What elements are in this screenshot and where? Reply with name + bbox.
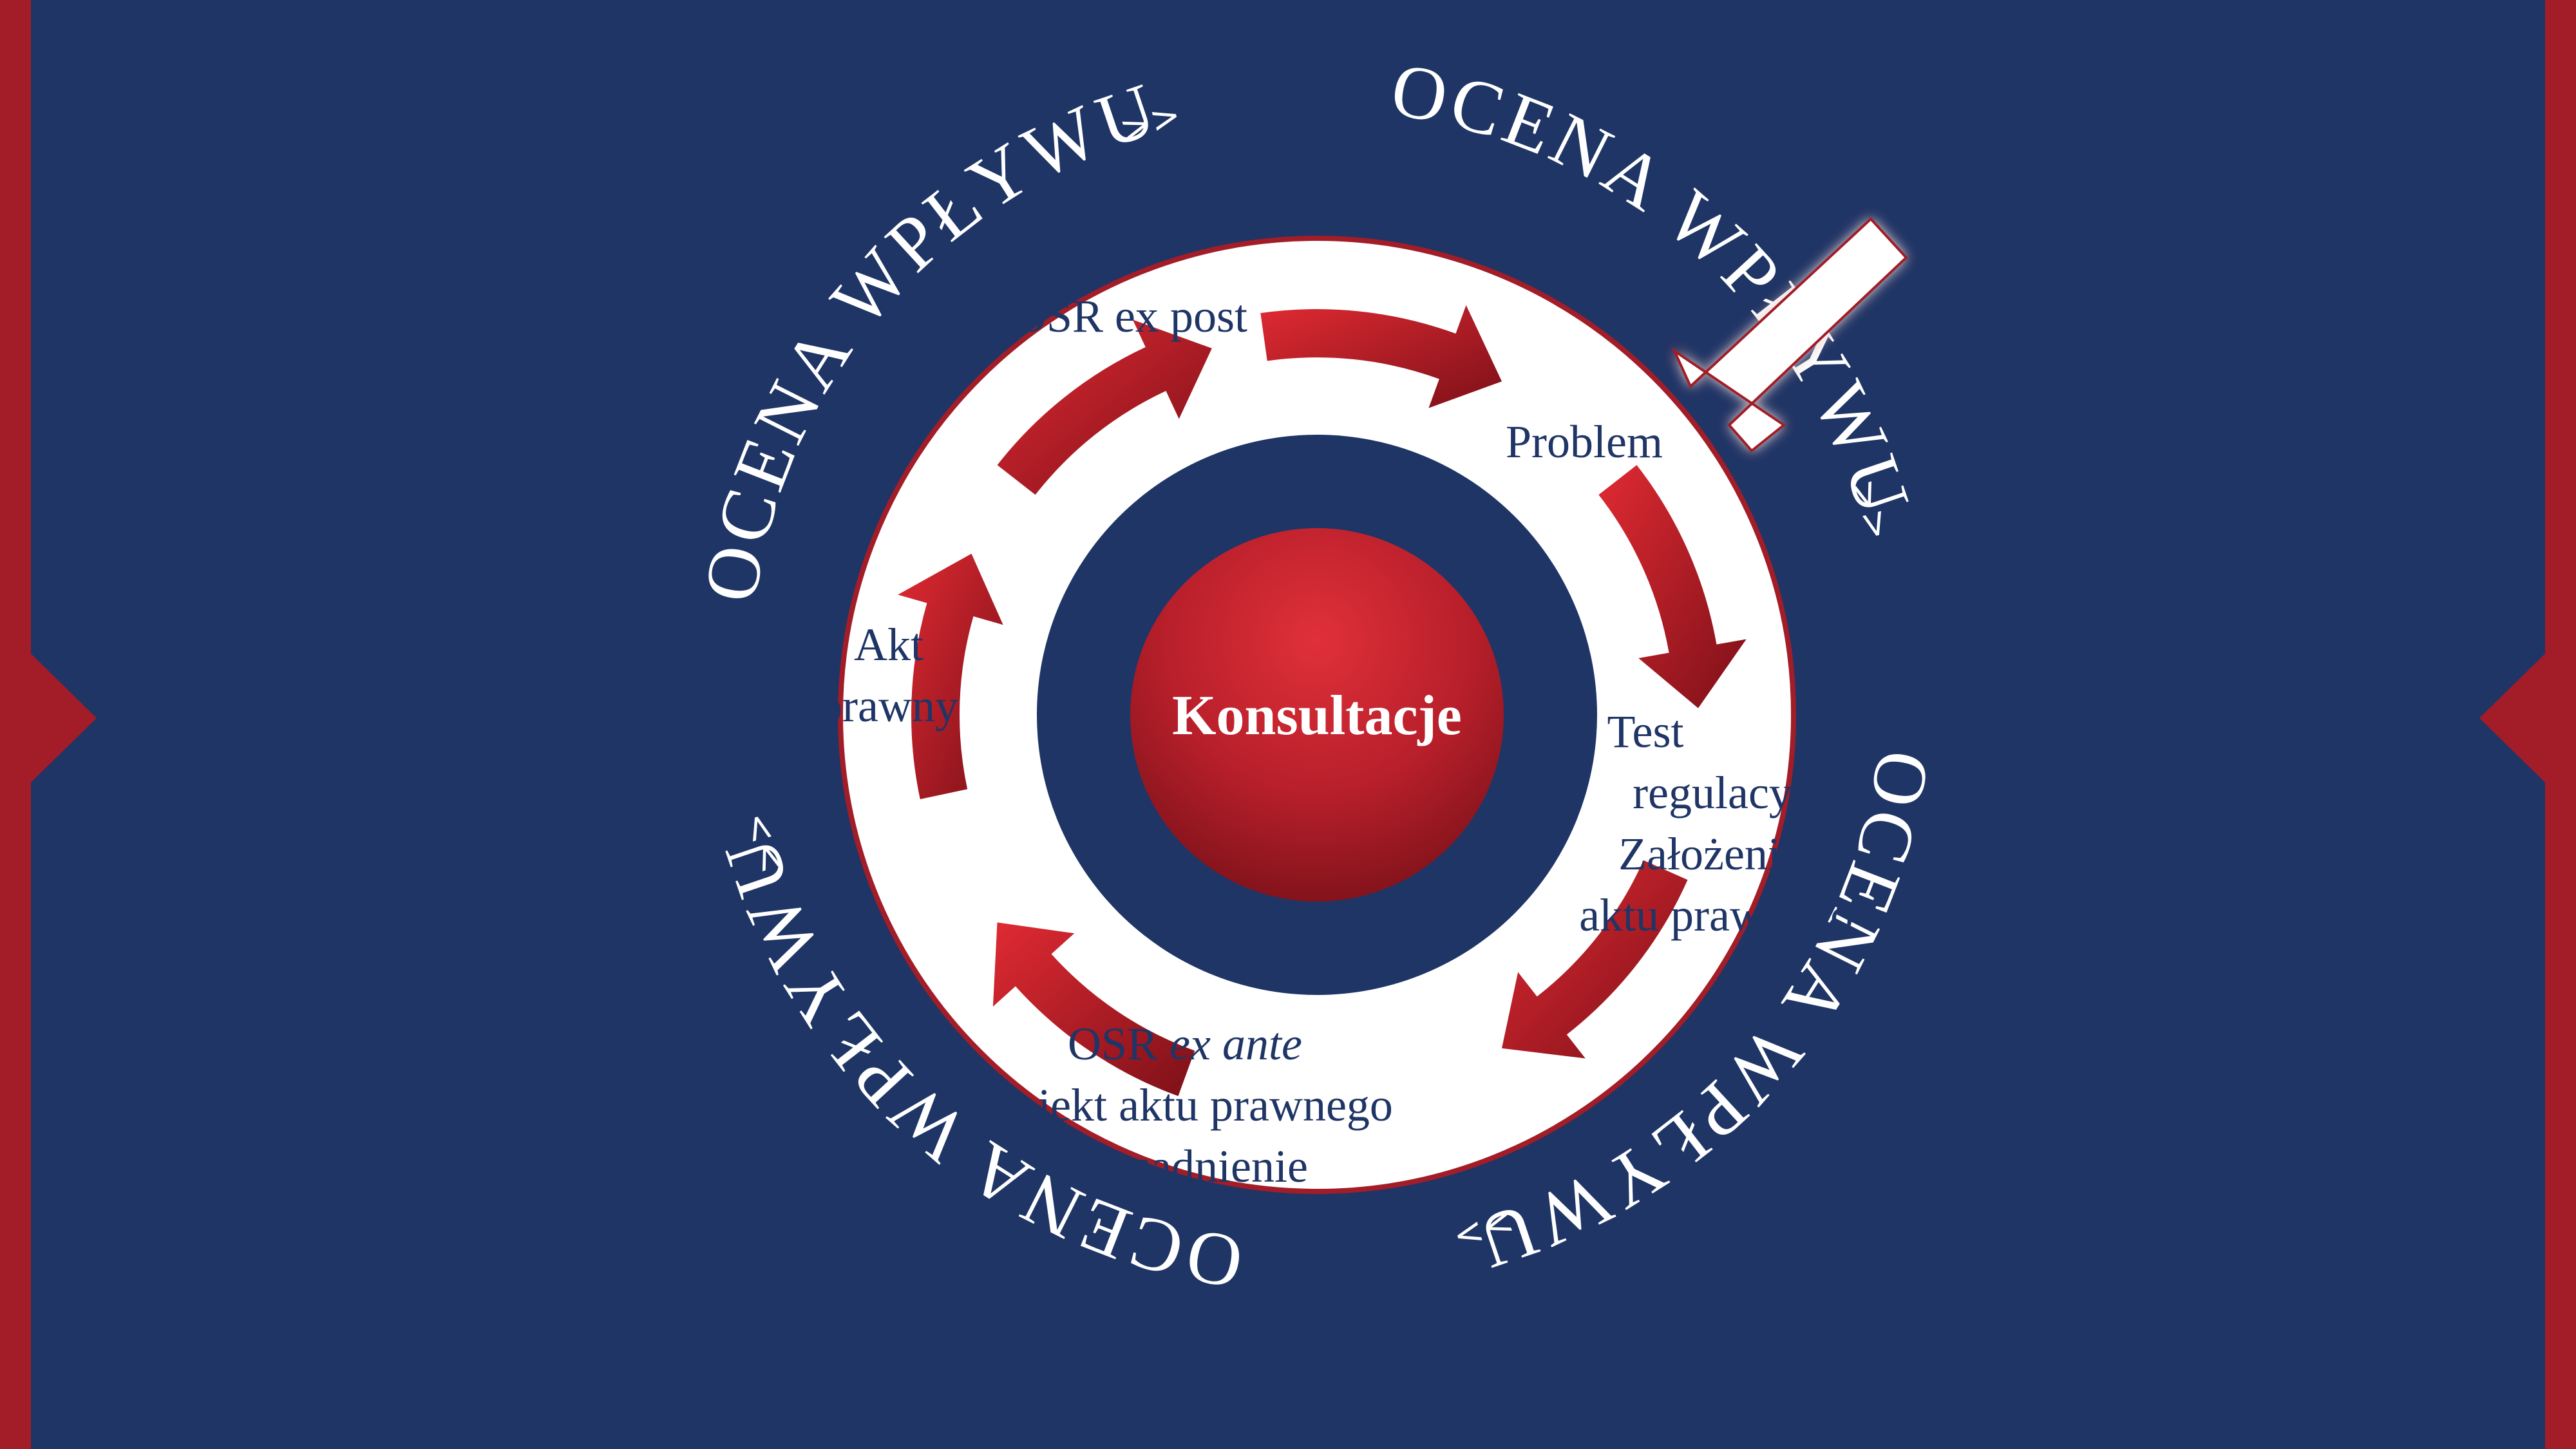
test-line-2: regulacyjny [1633, 767, 1852, 819]
stage-osr-ex-ante: OSR ex ante Projekt aktu prawnego Uzasad… [973, 1018, 1393, 1192]
right-side-band [2479, 0, 2576, 1449]
osr-ex-ante-italic: ex ante [1170, 1018, 1302, 1070]
left-side-band [0, 0, 97, 1449]
test-line-4: aktu prawnego [1579, 889, 1853, 941]
osr-ex-ante-line: OSR ex ante [1068, 1018, 1302, 1070]
curved-arrow-icon [1502, 860, 1688, 1059]
projekt-line: Projekt aktu prawnego [973, 1079, 1393, 1131]
center-label: Konsultacje [1172, 685, 1462, 747]
curved-arrow-icon [992, 922, 1195, 1097]
curved-arrow-icon [898, 553, 1003, 799]
stage-osr-ex-post: OSR ex post [1013, 290, 1247, 342]
cycle-arrows [898, 305, 1747, 1097]
uzasadnienie-line: Uzasadnienie [1058, 1141, 1308, 1192]
test-line-3: Założenia [1618, 828, 1801, 880]
curved-arrow-icon [1598, 465, 1747, 708]
center-ball [1130, 528, 1504, 902]
entry-arrow-icon [1671, 217, 1908, 453]
curved-arrow-icon [997, 319, 1212, 495]
stage-legal-act: Akt prawny [819, 619, 958, 732]
stage-regulatory-test: Test regulacyjny Założenia aktu prawnego [1579, 706, 1853, 941]
akt-line-1: Akt [854, 619, 923, 670]
test-line-1: Test [1607, 706, 1684, 757]
curved-arrow-icon [1260, 305, 1502, 408]
akt-line-2: prawny [819, 680, 958, 732]
osr-ex-ante-prefix: OSR [1068, 1018, 1170, 1070]
stage-problem: Problem [1506, 416, 1663, 468]
